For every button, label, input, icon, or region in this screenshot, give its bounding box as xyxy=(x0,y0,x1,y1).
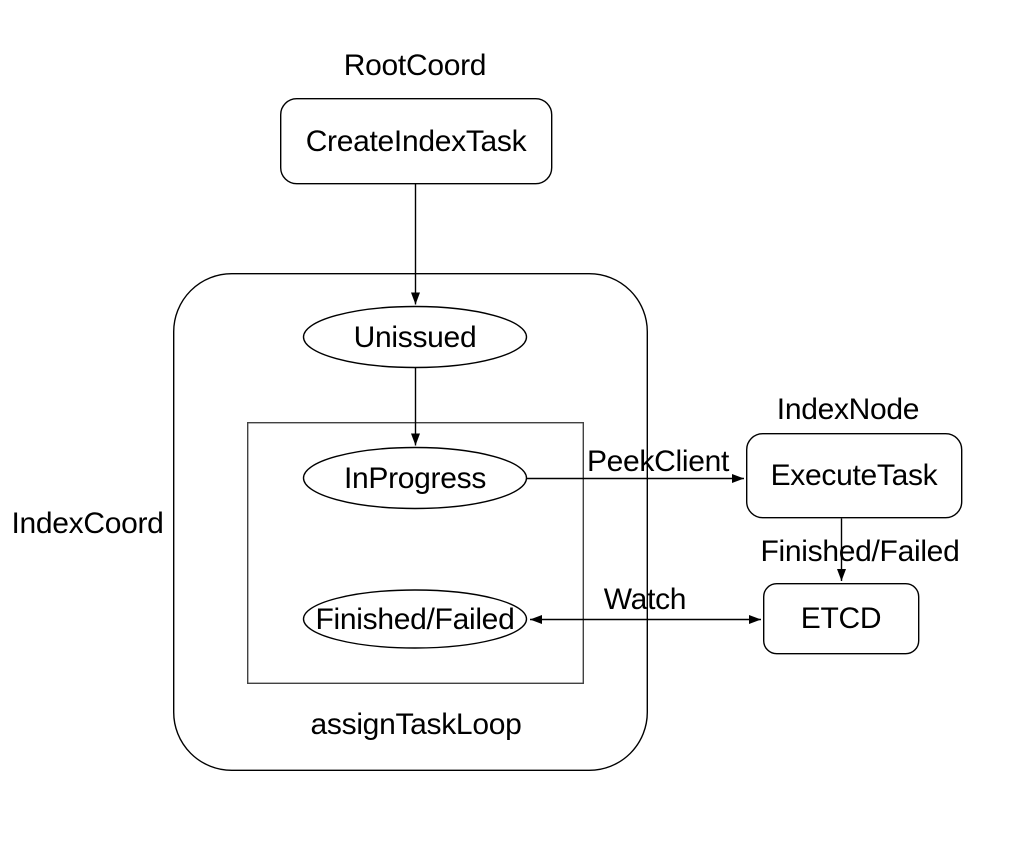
unissued-shape xyxy=(302,305,528,369)
root-coord-label: RootCoord xyxy=(343,48,487,82)
etcd-node: ETCD xyxy=(800,602,882,635)
execute-task-node: ExecuteTask xyxy=(770,459,938,492)
finished-failed-shape xyxy=(302,589,528,649)
unissued-node: Unissued xyxy=(353,320,477,354)
index-coord-container xyxy=(172,273,649,772)
execute-task-shape xyxy=(746,433,963,519)
etcd-shape xyxy=(763,583,920,655)
create-index-task-shape xyxy=(280,97,553,185)
peek-client-edge-label: PeekClient xyxy=(586,444,730,478)
assign-task-loop-label: assignTaskLoop xyxy=(310,707,522,741)
in-progress-node: InProgress xyxy=(343,461,487,495)
finished-failed-edge-label: Finished/Failed xyxy=(760,534,960,568)
index-coord-label: IndexCoord xyxy=(11,506,164,540)
watch-edge-label: Watch xyxy=(603,582,687,616)
finished-failed-node: Finished/Failed xyxy=(315,602,515,636)
create-index-task-node: CreateIndexTask xyxy=(305,124,527,158)
index-node-label: IndexNode xyxy=(776,392,920,426)
